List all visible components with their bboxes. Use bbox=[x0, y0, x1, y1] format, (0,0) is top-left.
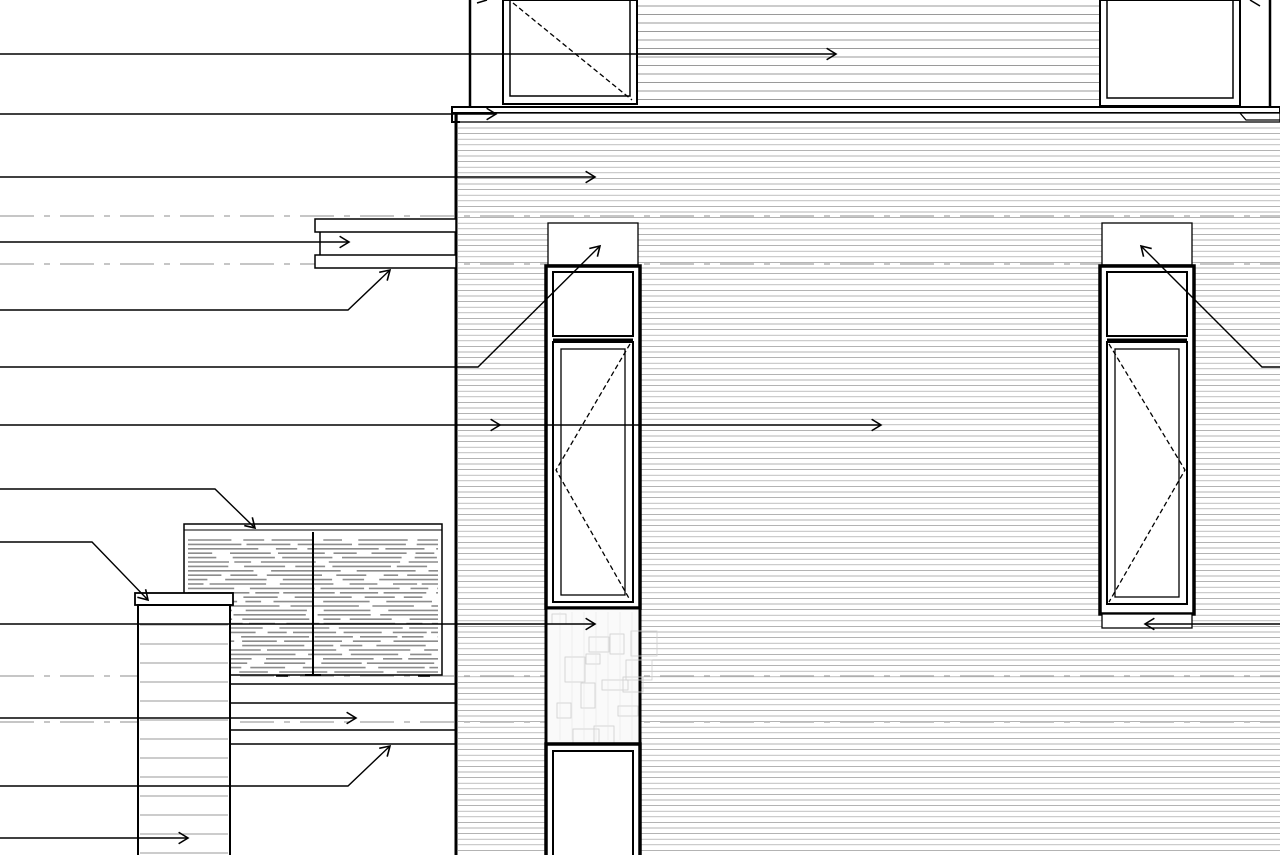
leader-line bbox=[0, 541, 149, 601]
leader-line bbox=[1140, 245, 1280, 368]
arrow-head bbox=[346, 711, 358, 725]
deck-guard-lower bbox=[230, 683, 456, 745]
tile-mark bbox=[556, 702, 572, 719]
arrow-head bbox=[585, 170, 597, 184]
arrow-head bbox=[379, 268, 392, 281]
arrow-head bbox=[137, 589, 150, 602]
window-left bbox=[544, 222, 642, 610]
leader-line bbox=[0, 245, 601, 368]
eave-trim bbox=[451, 106, 1280, 123]
tile-mark bbox=[580, 682, 596, 709]
pier-courses bbox=[140, 624, 228, 854]
tile-mark bbox=[601, 679, 629, 691]
arrow-head bbox=[339, 235, 351, 249]
tile-mark bbox=[625, 659, 653, 681]
masonry-pier bbox=[134, 592, 234, 855]
arrow-head bbox=[589, 244, 602, 257]
tile-mark bbox=[609, 633, 625, 655]
fence-hatch bbox=[188, 539, 438, 673]
upper-wall-siding bbox=[637, 5, 1100, 100]
tile-mark bbox=[622, 676, 644, 693]
window-right-header bbox=[1101, 222, 1193, 266]
arrow-head bbox=[871, 418, 883, 432]
window-left-header bbox=[547, 222, 639, 266]
deck-guard-upper bbox=[314, 218, 457, 269]
arrow-head bbox=[826, 47, 838, 61]
arrow-head bbox=[244, 517, 257, 530]
window-left-lower bbox=[544, 742, 642, 855]
upper-wall bbox=[451, 0, 1280, 123]
tile-mark bbox=[617, 705, 639, 717]
upper-window-right bbox=[1099, 0, 1261, 107]
arrow-head bbox=[585, 617, 597, 631]
leader-line bbox=[0, 269, 391, 311]
window-right bbox=[1098, 222, 1196, 629]
tile-mark bbox=[564, 656, 586, 683]
tile-mark bbox=[585, 653, 601, 665]
arrow-head bbox=[379, 744, 392, 757]
tile-panel bbox=[544, 606, 658, 747]
upper-window-left bbox=[476, 0, 638, 105]
arrow-head bbox=[1139, 244, 1152, 257]
tile-mark bbox=[630, 630, 658, 657]
leader-line bbox=[0, 745, 391, 787]
leader-arrows bbox=[0, 47, 1280, 845]
leader-line bbox=[0, 488, 256, 529]
tile-mark bbox=[588, 636, 610, 653]
arrow-head bbox=[178, 831, 190, 845]
arrow-head bbox=[486, 107, 498, 121]
arrow-head bbox=[1143, 617, 1155, 631]
